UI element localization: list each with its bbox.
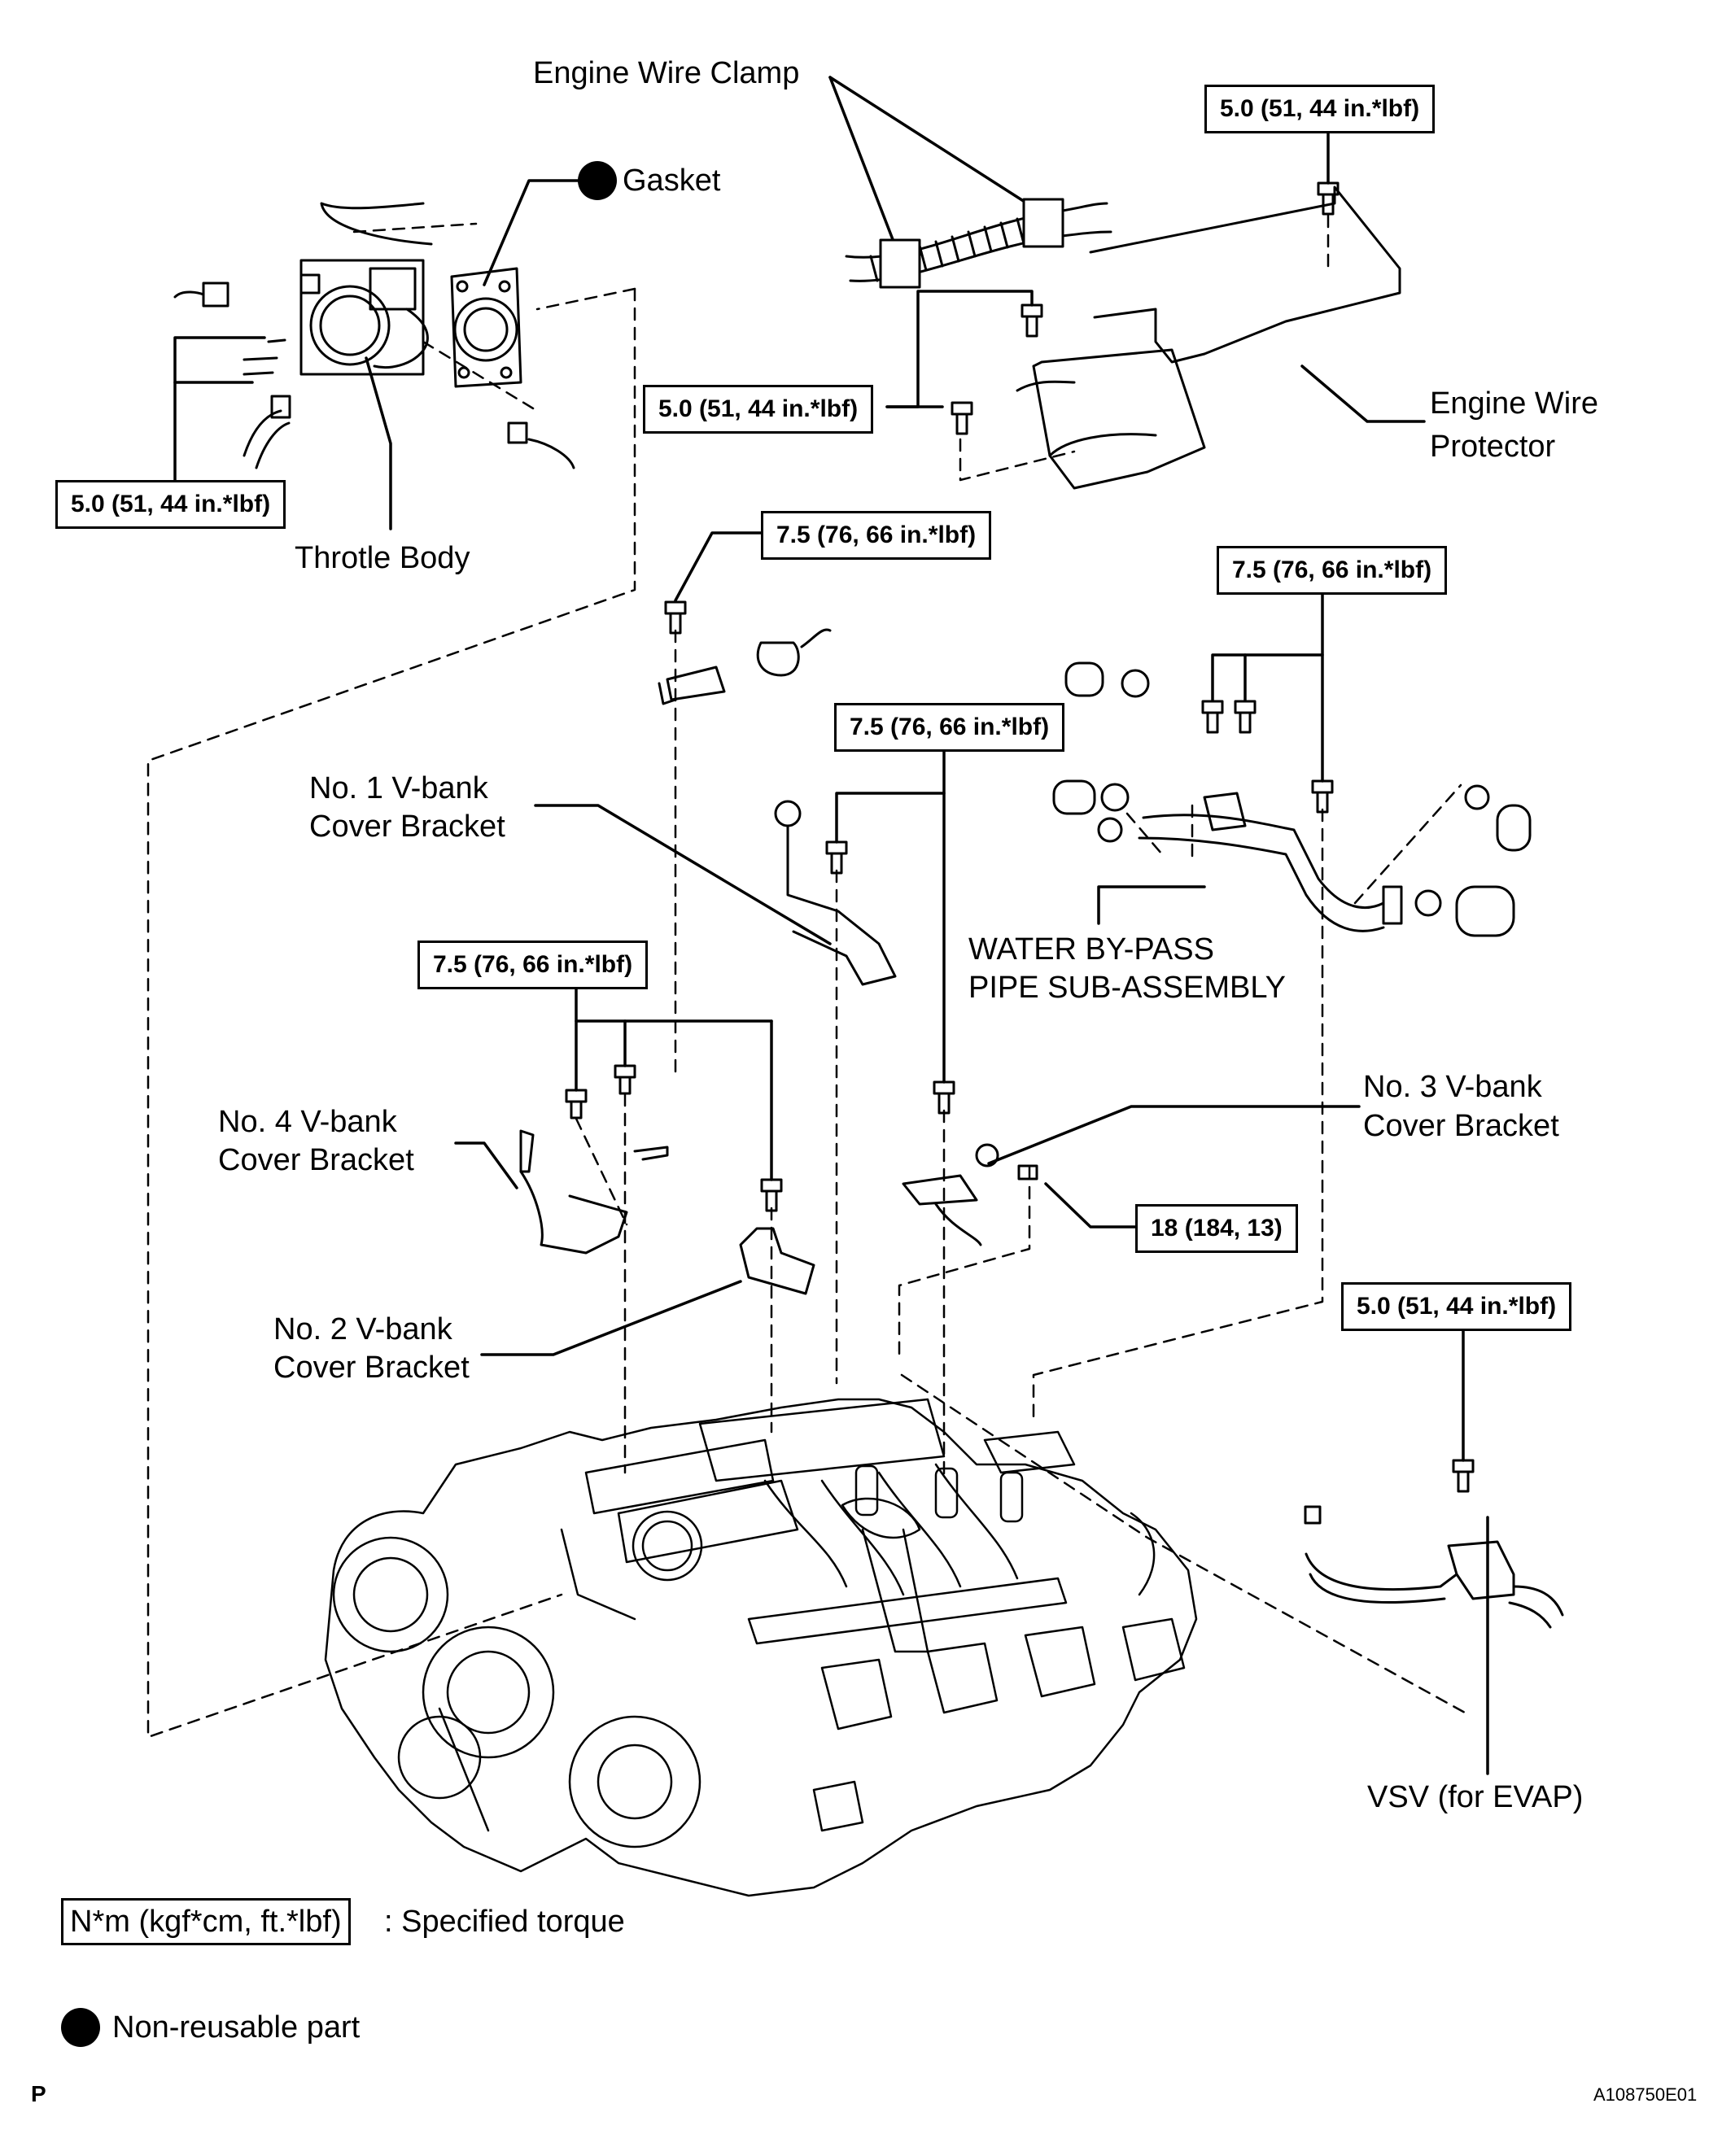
label-v-bank-3-line1: No. 3 V-bank — [1363, 1070, 1542, 1104]
label-engine-wire-protector-line1: Engine Wire — [1430, 386, 1598, 421]
nonreusable-marker-gasket-icon — [578, 161, 617, 200]
water-bypass-pipe-drawing — [1052, 661, 1532, 937]
label-throttle-body: Throtle Body — [295, 541, 470, 575]
legend-torque-box: N*m (kgf*cm, ft.*lbf) — [61, 1898, 351, 1945]
legend-nonreusable-icon — [61, 2008, 100, 2047]
label-v-bank-2-line1: No. 2 V-bank — [273, 1312, 452, 1346]
torque-box-vsv: 5.0 (51, 44 in.*lbf) — [1341, 1282, 1572, 1331]
label-water-bypass-line2: PIPE SUB-ASSEMBLY — [968, 971, 1286, 1005]
torque-box-top-center: 7.5 (76, 66 in.*lbf) — [761, 511, 992, 560]
label-engine-wire-clamp: Engine Wire Clamp — [533, 56, 800, 90]
label-vsv: VSV (for EVAP) — [1367, 1780, 1584, 1814]
bolts — [565, 181, 1475, 1493]
label-engine-wire-protector-line2: Protector — [1430, 430, 1556, 464]
torque-box-left: 7.5 (76, 66 in.*lbf) — [417, 941, 649, 989]
label-water-bypass-line1: WATER BY-PASS — [968, 932, 1214, 967]
torque-box-top-right: 5.0 (51, 44 in.*lbf) — [1204, 85, 1436, 133]
torque-box-water-pipe: 7.5 (76, 66 in.*lbf) — [1217, 546, 1448, 595]
label-gasket: Gasket — [623, 164, 721, 198]
label-v-bank-1-line2: Cover Bracket — [309, 810, 505, 844]
footer-code: P — [31, 2081, 46, 2106]
dashed-lines — [146, 214, 1466, 1739]
label-v-bank-3-line2: Cover Bracket — [1363, 1109, 1559, 1143]
throttle-body-drawing — [173, 202, 575, 469]
legend-torque-text: : Specified torque — [384, 1905, 625, 1939]
vsv-drawing — [1304, 1505, 1564, 1629]
torque-box-18: 18 (184, 13) — [1135, 1204, 1298, 1253]
figure-id: A108750E01 — [1593, 2084, 1698, 2105]
label-v-bank-1-line1: No. 1 V-bank — [309, 771, 488, 805]
label-v-bank-4-line1: No. 4 V-bank — [218, 1105, 397, 1139]
legend-nonreusable-text: Non-reusable part — [112, 2010, 361, 2045]
engine-wire-clamp-drawing — [845, 185, 1401, 490]
brackets-drawing — [519, 628, 999, 1295]
label-v-bank-4-line2: Cover Bracket — [218, 1143, 414, 1177]
engine-block-drawing — [324, 1398, 1198, 1897]
torque-box-throttle-bolts: 5.0 (51, 44 in.*lbf) — [55, 480, 286, 529]
leader-lines — [173, 76, 1489, 1775]
label-v-bank-2-line2: Cover Bracket — [273, 1351, 470, 1385]
torque-box-middle: 7.5 (76, 66 in.*lbf) — [834, 703, 1065, 752]
torque-box-wire-protector: 5.0 (51, 44 in.*lbf) — [643, 385, 874, 434]
